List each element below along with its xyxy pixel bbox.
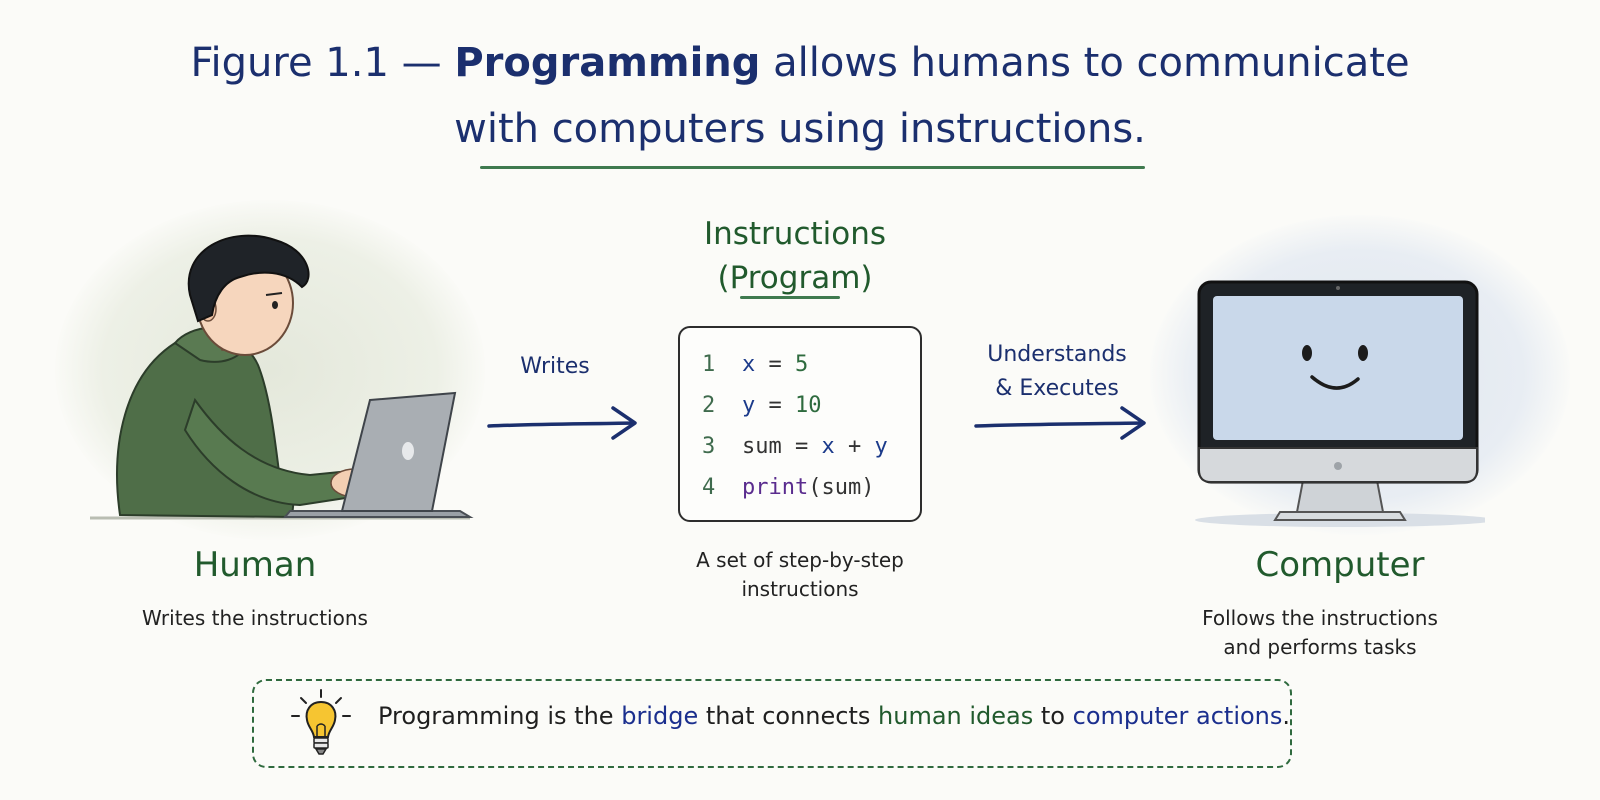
- callout-human-ideas: human ideas: [878, 702, 1034, 730]
- code-line: 1 x = 5: [702, 344, 920, 385]
- executes-arrow-label-line-1: Understands: [987, 342, 1127, 367]
- code-line: 3 sum = x + y: [702, 426, 920, 467]
- code-token: +: [834, 434, 875, 459]
- human-at-laptop-illustration: [90, 234, 474, 520]
- title-prefix: Figure 1.1 —: [190, 40, 455, 86]
- callout-computer-actions: computer actions: [1072, 702, 1283, 730]
- code-token: =: [781, 434, 822, 459]
- code-line: 4 print(sum): [702, 467, 920, 508]
- code-token: x: [742, 352, 756, 377]
- code-token: =: [755, 393, 795, 418]
- code-token: y: [874, 434, 888, 459]
- callout-part-2: that connects: [698, 702, 879, 730]
- executes-arrow-label: Understands & Executes: [962, 338, 1152, 406]
- code-token: y: [742, 393, 756, 418]
- computer-caption-line-2: and performs tasks: [1223, 635, 1417, 659]
- code-line-number: 1: [702, 352, 716, 377]
- title-line-2: with computers using instructions.: [454, 106, 1146, 152]
- computer-caption: Follows the instructions and performs ta…: [1175, 604, 1465, 662]
- callout-part-3: to: [1033, 702, 1073, 730]
- instructions-title-line-2: (Program): [717, 260, 873, 296]
- instructions-caption: A set of step-by-step instructions: [660, 546, 940, 604]
- instructions-title: Instructions (Program): [680, 212, 910, 300]
- writes-arrow: [487, 406, 637, 440]
- callout-part-1: Programming is the: [378, 702, 622, 730]
- summary-callout: [252, 679, 1292, 768]
- computer-caption-line-1: Follows the instructions: [1202, 606, 1438, 630]
- code-line-number: 2: [702, 393, 716, 418]
- code-token: sum: [742, 434, 782, 459]
- title-bold-word: Programming: [454, 40, 761, 86]
- callout-bridge: bridge: [621, 702, 699, 730]
- human-label: Human: [193, 545, 317, 585]
- code-token: =: [755, 352, 795, 377]
- callout-text: Programming is the bridge that connects …: [378, 702, 1290, 730]
- executes-arrow: [974, 406, 1146, 440]
- code-line-number: 3: [702, 434, 716, 459]
- instructions-caption-line-1: A set of step-by-step: [696, 548, 904, 572]
- executes-arrow-label-line-2: & Executes: [995, 376, 1119, 401]
- computer-label: Computer: [1255, 545, 1425, 585]
- computer-monitor-illustration: [1195, 280, 1485, 527]
- code-token: 10: [795, 393, 822, 418]
- figure-title: Figure 1.1 — Programming allows humans t…: [0, 30, 1600, 162]
- human-caption: Writes the instructions: [142, 606, 368, 630]
- callout-part-4: .: [1282, 702, 1291, 730]
- code-token: (sum): [808, 475, 875, 500]
- title-line-1: Figure 1.1 — Programming allows humans t…: [0, 30, 1600, 96]
- instructions-caption-line-2: instructions: [741, 577, 859, 601]
- writes-arrow-label: Writes: [520, 354, 590, 379]
- title-line1-rest: allows humans to communicate: [760, 40, 1410, 86]
- code-token: 5: [795, 352, 809, 377]
- instructions-title-line-1: Instructions: [703, 216, 887, 252]
- lightbulb-icon: [291, 689, 351, 755]
- code-line-number: 4: [702, 475, 716, 500]
- title-underline: [480, 166, 1145, 169]
- instructions-underline: [740, 296, 840, 299]
- code-token: x: [821, 434, 835, 459]
- code-line: 2 y = 10: [702, 385, 920, 426]
- code-box: 1 x = 5 2 y = 10 3 sum = x + y 4 print(sum): [678, 326, 922, 522]
- code-token: print: [742, 475, 809, 500]
